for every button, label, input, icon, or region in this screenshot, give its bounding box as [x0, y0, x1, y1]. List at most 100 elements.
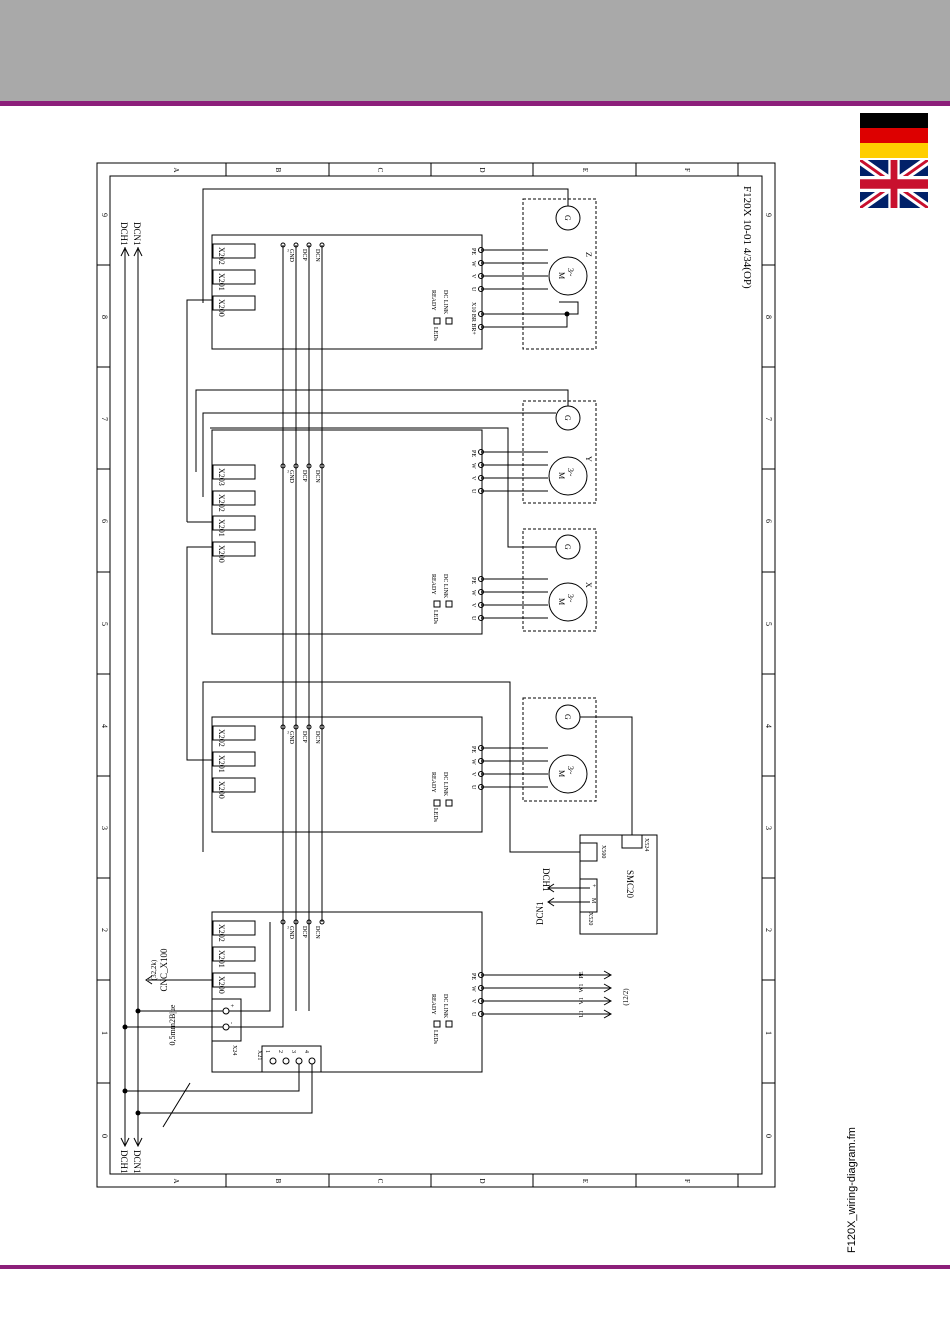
axis-name: X [584, 582, 593, 588]
phase-label: V [470, 603, 476, 608]
led-label: DC LINK [442, 994, 448, 1019]
row-label: 4 [100, 724, 109, 728]
connector-label: X202 [217, 729, 226, 747]
col-label: A [172, 1178, 180, 1183]
x21-pin: 2 [277, 1050, 283, 1053]
col-label: D [478, 167, 486, 172]
bus-mark: ~ [284, 926, 290, 930]
encoder-symbol: G [563, 714, 572, 720]
spindle-axis-module [202, 681, 658, 935]
col-label: E [581, 168, 589, 172]
wire-gauge-label: 0,5mm2B|ue [168, 1004, 177, 1045]
phase-label: W [470, 463, 476, 469]
row-label: 5 [100, 622, 109, 626]
col-label: E [581, 1179, 589, 1183]
phase-label: PE [470, 450, 476, 457]
row-label: 5 [764, 622, 773, 626]
diagram-title: F120X 10-01 4/34(OP) [741, 186, 753, 289]
phase-label: V [470, 476, 476, 481]
bus-mark: ~ [284, 249, 290, 253]
smc-connector: X520 [587, 912, 593, 925]
phase-label: U [470, 1012, 476, 1017]
led-label: DC LINK [442, 574, 448, 599]
row-label: 2 [764, 928, 773, 932]
bus-mark: ~ [284, 470, 290, 474]
row-label: 6 [100, 519, 109, 523]
row-label: 7 [100, 417, 109, 421]
phase-label: W [470, 759, 476, 765]
phase-label: U [470, 785, 476, 790]
bus-label: DCN [314, 470, 320, 483]
frame-column-labels: A B C D E F A B C D E F [172, 167, 691, 1183]
encoder-symbol: G [563, 215, 572, 221]
led-label: READY [430, 994, 436, 1015]
spindle-module-labels: X202 X201 X200 ~ GND DCP DCN READY DC LI… [217, 714, 649, 925]
motor-phase: 3~ [566, 268, 575, 277]
row-label: 3 [100, 826, 109, 830]
motor-symbol: M [557, 770, 566, 777]
connector-label: X200 [217, 299, 226, 317]
phase-label: U [470, 616, 476, 621]
bus-label: DCP [301, 926, 307, 938]
row-label: 9 [764, 213, 773, 217]
dual-axis-module [186, 389, 597, 761]
z-axis-labels: X202 X201 X200 ~ GND DCP DCN READY DC LI… [217, 215, 593, 342]
phase-label: V [470, 772, 476, 777]
bus-label: GND [288, 731, 294, 745]
filename-label: F120X_wiring-diagram.fm [846, 1127, 858, 1253]
led-label: DC LINK [442, 772, 448, 797]
phase-label: W [470, 590, 476, 596]
x24-terminal [211, 998, 242, 1042]
header-rule [0, 101, 950, 106]
x24-pin: - [228, 1022, 234, 1024]
encoder-symbol: G [563, 544, 572, 550]
supply-module-labels: X202 X201 X200 X21 1 2 3 4 X24 - + 0,5mm… [150, 924, 630, 1060]
x24-label: X24 [231, 1045, 237, 1055]
x24-pin: + [228, 1004, 234, 1008]
flag-de-icon[interactable] [860, 113, 928, 158]
bus-label: DCN [314, 249, 320, 262]
led-title: LEDs [432, 327, 438, 342]
led-title: LEDs [432, 1030, 438, 1045]
dual-axis-labels: X203 X202 X201 X200 ~ GND DCP DCN READY … [217, 415, 593, 625]
col-label: B [274, 168, 282, 173]
led-title: LEDs [432, 808, 438, 823]
motor-phase: 3~ [566, 594, 575, 603]
x21-label: X21 [256, 1050, 262, 1060]
bus-label: DCP [301, 731, 307, 743]
diagram-frame-outer [96, 162, 776, 1188]
cnc-ref: (32,2k) [150, 959, 158, 980]
frame-row-labels: 0 1 2 3 4 5 6 7 8 9 0 1 2 3 4 5 6 7 8 9 [100, 213, 773, 1138]
connector-label: X201 [217, 519, 226, 537]
col-label: A [172, 167, 180, 172]
col-label: C [376, 168, 384, 173]
smc-label: SMC20 [625, 870, 635, 899]
phase-label: W [470, 261, 476, 267]
bus-label: GND [288, 470, 294, 484]
bus-label: DCN [314, 926, 320, 939]
phase-label: V [470, 999, 476, 1004]
connector-label: X203 [217, 468, 226, 486]
row-label: 9 [100, 213, 109, 217]
connector-label: X202 [217, 494, 226, 512]
col-label: F [683, 168, 691, 172]
motor-symbol: M [557, 472, 566, 479]
smc-connector: X500 [600, 845, 606, 858]
phase-label: PE [470, 248, 476, 255]
flag-uk-icon[interactable] [860, 160, 928, 208]
spindle-ref: (12/2) [622, 988, 630, 1006]
footer-rule [0, 1265, 950, 1269]
row-label: 7 [764, 417, 773, 421]
axis-name: Y [584, 456, 593, 462]
led-label: DC LINK [442, 290, 448, 315]
connector-label: X201 [217, 755, 226, 773]
row-label: 3 [764, 826, 773, 830]
motor-phase: 3~ [566, 766, 575, 775]
col-label: B [274, 1179, 282, 1184]
phase-label: U [470, 287, 476, 292]
frame-grid-ticks [97, 163, 775, 1187]
row-label: 8 [764, 315, 773, 319]
bus-label: DCN1 [132, 1150, 142, 1174]
bus-mark: ~ [284, 731, 290, 735]
bus-label: DCN [314, 731, 320, 744]
